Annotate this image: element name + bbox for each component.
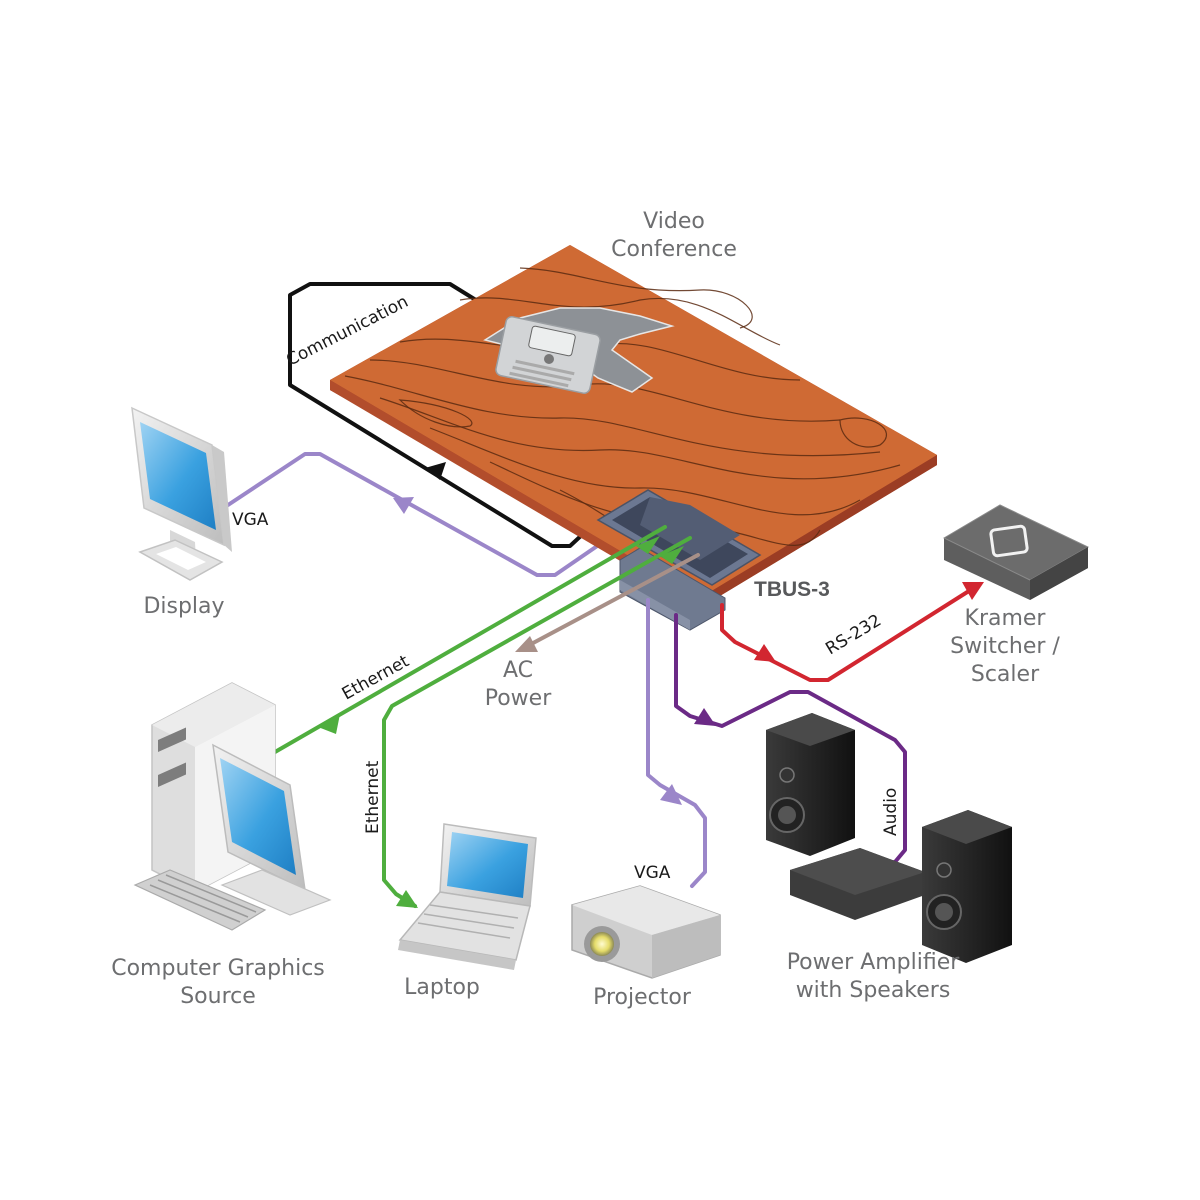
- cable-ethernet-computer: [273, 525, 667, 754]
- video-conference-label: Video: [643, 209, 705, 234]
- computer-graphics-source-icon: [133, 682, 332, 931]
- kramer-label-3: Scaler: [971, 662, 1040, 687]
- cable-ethernet-laptop: [382, 536, 692, 908]
- arrow-icon: [425, 462, 446, 480]
- computer-label-2: Source: [180, 984, 256, 1009]
- ac-power-label-2: Power: [485, 686, 552, 711]
- display-label: Display: [143, 594, 224, 619]
- projector-label: Projector: [593, 985, 692, 1010]
- laptop-icon: [398, 823, 537, 970]
- arrow-icon: [515, 636, 538, 652]
- kramer-label: Kramer: [965, 606, 1047, 631]
- arrow-icon: [660, 546, 684, 564]
- arrow-icon: [396, 890, 418, 908]
- cable-ac-power: [515, 553, 700, 652]
- laptop-label: Laptop: [404, 975, 480, 1000]
- cable-rs232: [720, 582, 984, 682]
- projector-icon: [571, 885, 721, 979]
- ethernet-laptop-cable-label: Ethernet: [363, 760, 383, 834]
- arrow-icon: [694, 708, 716, 726]
- amplifier-label: Power Amplifier: [787, 950, 961, 975]
- arrow-icon: [393, 497, 414, 514]
- vga-projector-cable-label: VGA: [634, 863, 671, 883]
- amplifier-label-2: with Speakers: [796, 978, 951, 1003]
- arrow-icon: [636, 536, 660, 554]
- arrow-icon: [962, 582, 984, 600]
- cable-vga-projector: [646, 598, 707, 888]
- kramer-label-2: Switcher /: [950, 634, 1060, 659]
- cable-audio: [674, 613, 907, 868]
- display-monitor-icon: [131, 406, 232, 581]
- cable-vga-display: [226, 452, 637, 577]
- vga-display-cable-label: VGA: [232, 510, 269, 530]
- kramer-logo-icon: [989, 524, 1029, 558]
- arrow-icon: [660, 784, 682, 805]
- arrow-icon: [754, 644, 776, 662]
- kramer-switcher-icon: [942, 504, 1090, 600]
- tbus-3-device: [596, 489, 762, 631]
- table-top: [330, 245, 937, 598]
- computer-label: Computer Graphics: [111, 956, 325, 981]
- tbus-3-model-label: TBUS-3: [754, 578, 830, 601]
- conference-phone-icon: [483, 307, 675, 394]
- conference-table: [330, 245, 937, 608]
- power-amplifier-speakers-icon: [766, 713, 1012, 963]
- ac-power-label: AC: [503, 658, 533, 683]
- arrow-icon: [318, 714, 340, 734]
- video-conference-label-2: Conference: [611, 237, 737, 262]
- audio-cable-label: Audio: [881, 788, 901, 836]
